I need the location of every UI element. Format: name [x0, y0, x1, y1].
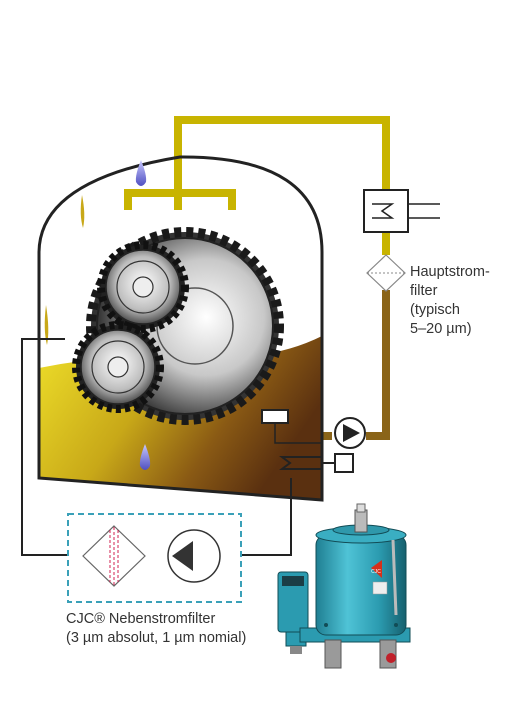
cjc-filter-unit-icon: CJC	[277, 503, 411, 669]
small-gear-lower-icon	[72, 321, 164, 413]
bypass-circuit-lines	[21, 338, 292, 556]
oil-drip	[80, 195, 85, 228]
main-filter-label-line1: Hauptstrom-	[410, 264, 490, 280]
heater-element-icon	[279, 453, 354, 473]
oil-sensor-icon	[261, 409, 322, 444]
bypass-filter-label-line1: CJC® Nebenstromfilter	[66, 611, 216, 627]
bypass-filter-label-line2: (3 µm absolut, 1 µm nomial)	[66, 630, 247, 646]
bypass-filter-label: CJC® Nebenstromfilter (3 µm absolut, 1 µ…	[66, 610, 246, 648]
gearbox-housing	[37, 155, 324, 502]
main-filter-label-line2: filter	[410, 283, 438, 299]
main-flow-pipe	[124, 116, 390, 440]
main-filter-label-line4: 5–20 µm)	[410, 321, 472, 337]
water-droplet-icon	[139, 444, 151, 470]
main-filter-label-line3: (typisch	[410, 302, 460, 318]
pump-triangle-icon	[167, 529, 221, 583]
oil-drip	[44, 305, 49, 345]
main-filter-label: Hauptstrom- filter (typisch 5–20 µm)	[410, 263, 490, 339]
filter-diamond-icon	[82, 525, 146, 587]
main-filter-icon	[366, 254, 406, 292]
main-pump-icon	[334, 417, 366, 449]
water-droplet-icon	[135, 160, 147, 186]
small-gear-upper-icon	[97, 241, 189, 333]
unit-logo-text: CJC	[371, 569, 381, 575]
heat-exchanger-icon	[363, 189, 440, 233]
